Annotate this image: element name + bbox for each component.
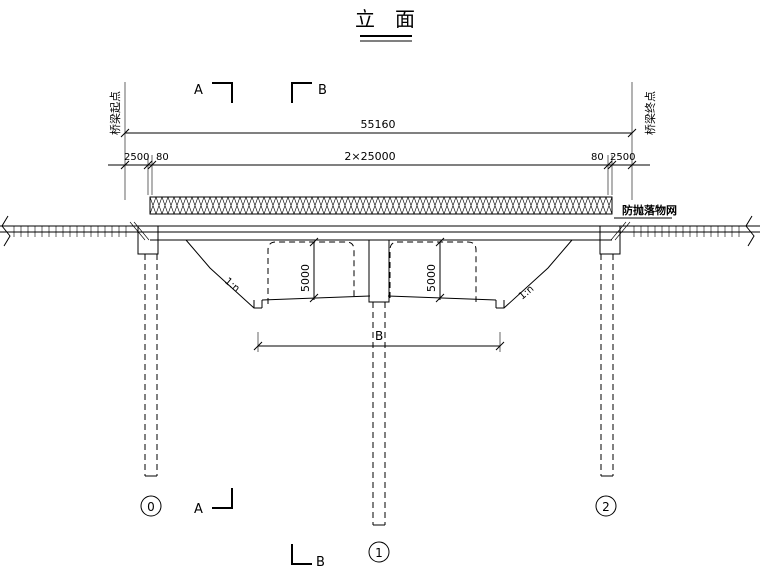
section-mark-b-bottom: B <box>291 544 325 570</box>
svg-text:A: A <box>194 502 203 517</box>
left-end-dimension: 2500 <box>124 152 149 163</box>
svg-text:防抛落物网: 防抛落物网 <box>622 203 677 217</box>
pile-0 <box>144 254 158 477</box>
slope-label-left: 1:n <box>222 276 241 295</box>
pile-2 <box>600 254 614 477</box>
right-gap-dimension: 80 <box>591 152 604 163</box>
svg-text:2: 2 <box>602 500 610 514</box>
pier-label-2: 2 <box>595 495 617 517</box>
pier-label-1: 1 <box>368 541 390 563</box>
bridge-start-label: 桥梁起点 <box>108 91 122 135</box>
ground-left <box>0 215 132 247</box>
drawing-title: 立 面 <box>355 7 415 31</box>
section-mark-a-bottom: A <box>194 488 233 517</box>
svg-text:1: 1 <box>375 546 383 560</box>
pier-label-0: 0 <box>140 495 162 517</box>
clearance-outline-right <box>389 237 477 303</box>
svg-text:0: 0 <box>147 500 155 514</box>
anti-falling-net <box>149 196 613 215</box>
svg-text:55160: 55160 <box>361 118 396 131</box>
clearance-height-left: 5000 <box>299 264 312 292</box>
span-dimension: 2×25000 <box>344 150 395 163</box>
abutment-right <box>599 221 631 255</box>
span-dimension-line: 2500 80 2×25000 80 2500 <box>108 150 650 170</box>
svg-text:B: B <box>316 555 325 570</box>
left-gap-dimension: 80 <box>156 152 169 163</box>
right-end-dimension: 2500 <box>610 152 635 163</box>
svg-text:B: B <box>375 329 383 343</box>
bridge-end-label: 桥梁终点 <box>643 91 657 135</box>
channel-profile <box>185 239 573 309</box>
net-label: 防抛落物网 <box>614 203 677 219</box>
abutment-left <box>129 221 159 255</box>
clearance-height-right: 5000 <box>425 264 438 292</box>
width-b-dimension: B <box>253 329 505 352</box>
slope-label-right: 1:n <box>517 284 536 303</box>
svg-text:A: A <box>194 83 203 98</box>
clearance-outline-left <box>267 237 355 304</box>
total-length-dimension: 55160 <box>120 118 637 138</box>
ground-right <box>630 215 760 247</box>
section-mark-a-top: A <box>194 82 233 103</box>
section-mark-b-top: B <box>291 82 327 103</box>
bridge-deck <box>132 225 630 241</box>
extension-lines <box>124 82 633 200</box>
pier-1-column <box>368 239 390 526</box>
svg-text:B: B <box>318 83 327 98</box>
